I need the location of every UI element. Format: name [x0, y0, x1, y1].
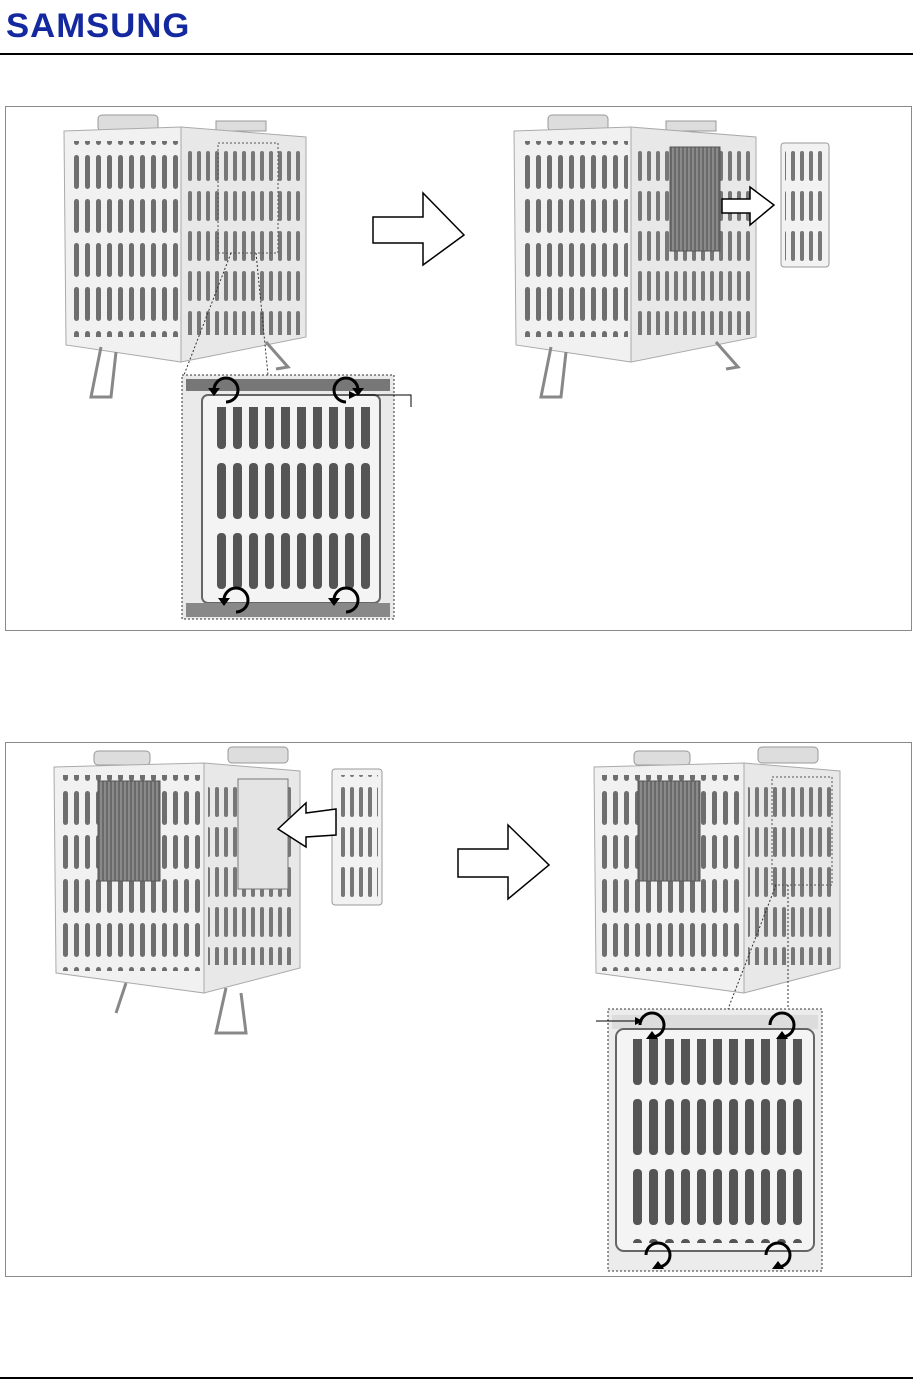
arrow-right-icon — [458, 825, 549, 899]
figure-attach-cover — [5, 742, 912, 1277]
footer-divider — [0, 1377, 913, 1379]
zoom-detail-cover — [182, 375, 394, 619]
header-divider — [0, 53, 913, 55]
radio-unit-right — [594, 747, 840, 993]
arrow-right-icon — [373, 193, 464, 265]
samsung-logo: SAMSUNG — [6, 8, 190, 44]
radio-unit-left — [54, 747, 300, 1033]
figure-remove-cover — [5, 106, 912, 631]
radio-unit-right — [514, 115, 756, 397]
removed-cover-panel — [781, 143, 829, 267]
cover-panel — [332, 769, 382, 905]
radio-unit-left — [64, 115, 306, 397]
zoom-detail-cover — [608, 1009, 822, 1271]
